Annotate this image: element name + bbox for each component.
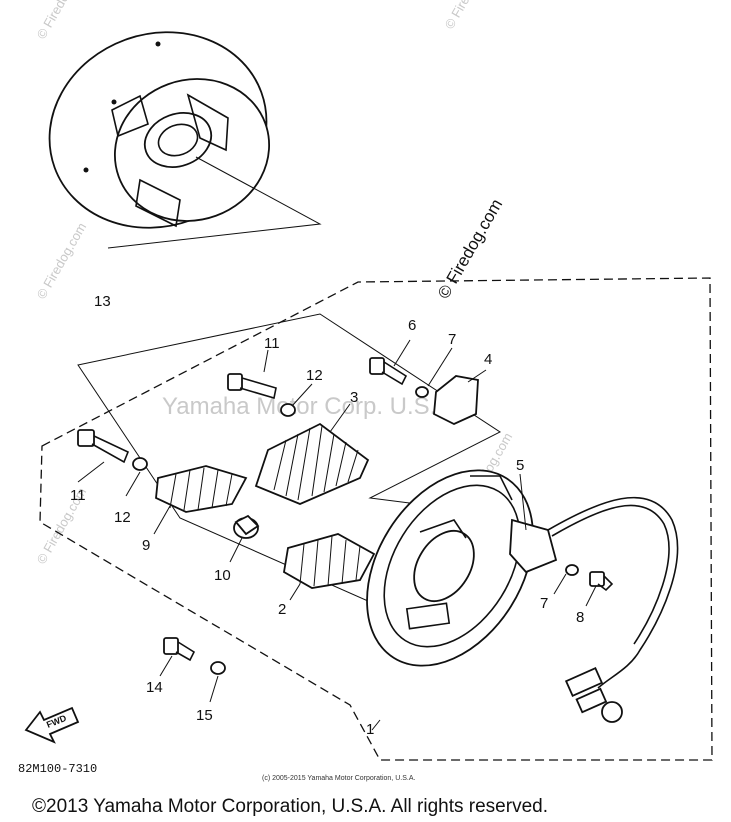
callout-2: 2 [278,601,286,618]
diagram-code: 82M100-7310 [18,762,97,776]
leader-13 [107,156,322,249]
grommet-part [433,375,479,425]
screw-11-lower [77,429,130,464]
callout-12-lower: 12 [114,509,131,526]
callout-6: 6 [408,317,416,334]
screw-8 [589,571,614,592]
screw-6 [369,357,408,386]
callout-3: 3 [350,389,358,406]
callout-13: 13 [94,293,111,310]
flywheel-rotor [48,31,271,229]
callout-4: 4 [484,351,492,368]
small-copyright: (c) 2005-2015 Yamaha Motor Corporation, … [262,775,415,782]
screw-11-upper [227,373,277,400]
callout-11-lower: 11 [70,487,86,504]
callout-8: 8 [576,609,584,626]
callout-labels: 13 11 12 6 7 4 3 5 11 12 9 10 2 7 8 14 1… [70,293,584,738]
washer-7-upper [415,386,429,398]
callout-9: 9 [142,537,150,554]
callout-11-upper: 11 [264,335,280,352]
source-coil-left [155,465,248,513]
callout-5: 5 [516,457,524,474]
watermark-firedog: © Firedog.com [434,196,506,302]
forward-arrow-icon: FWD [24,706,80,744]
washer-12-lower [132,457,148,471]
assembly-outline [39,277,713,761]
callout-14: 14 [146,679,163,696]
leader-lines [77,339,597,731]
copyright-notice: ©2013 Yamaha Motor Corporation, U.S.A. A… [32,796,548,817]
collar-part [233,514,260,539]
watermark-center: Yamaha Motor Corp. U.S.A. [162,393,459,420]
callout-15: 15 [196,707,213,724]
callout-10: 10 [214,567,231,584]
callout-12-upper: 12 [306,367,323,384]
watermark-corner-2: © Firedog.com [442,0,498,32]
washer-7-lower [565,564,579,576]
stator-plate [366,469,534,667]
watermark-corner-3: © Firedog.com [34,220,90,302]
watermark-corner-1: © Firedog.com [34,0,90,42]
screw-14 [163,637,196,662]
pickup-coil-harness [509,496,679,723]
source-coil-right [283,533,376,589]
callout-1: 1 [366,721,374,738]
callout-7-upper: 7 [448,331,456,348]
callout-7-lower: 7 [540,595,548,612]
washer-12-upper [280,403,296,417]
washer-15 [210,661,226,675]
charge-coil [254,422,370,505]
